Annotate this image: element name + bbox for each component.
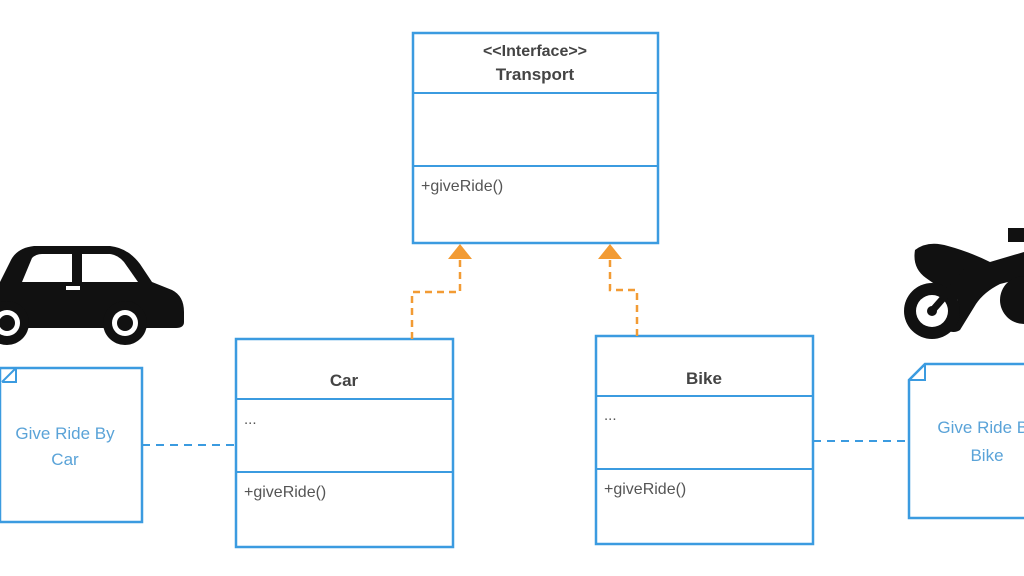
car-window-rear	[82, 254, 138, 282]
note-car[interactable]: Give Ride By Car	[0, 366, 144, 524]
note-car-box	[0, 366, 144, 524]
realization-bike-to-transport	[598, 244, 639, 336]
motorbike-mirror	[1008, 228, 1024, 242]
interface-stereotype: <<Interface>>	[483, 43, 587, 60]
car-class-attributes: ...	[244, 411, 257, 428]
car-class-methods: +giveRide()	[244, 484, 326, 501]
bike-class-methods: +giveRide()	[604, 481, 686, 498]
car-wheel-front-hub	[0, 315, 15, 331]
realization-bike-line	[608, 258, 639, 336]
car-class-name: Car	[330, 371, 359, 390]
interface-methods: +giveRide()	[421, 178, 503, 195]
car-wheel-rear-hub	[117, 315, 133, 331]
note-bike-line2: Bike	[970, 446, 1003, 465]
bike-class-box	[594, 334, 815, 546]
bike-class-name: Bike	[686, 369, 722, 388]
car-window-front	[22, 254, 72, 282]
car-class-box	[234, 337, 455, 549]
note-bike-fold	[909, 364, 926, 381]
car-icon	[0, 246, 184, 345]
interface-name: Transport	[496, 65, 575, 84]
realization-car-line	[410, 258, 462, 339]
note-car-line1: Give Ride By	[15, 424, 115, 443]
note-car-line2: Car	[51, 450, 79, 469]
realization-car-to-transport	[410, 244, 472, 339]
motorbike-fork	[929, 269, 969, 314]
note-bike-box	[907, 362, 1024, 520]
bike-class-attributes: ...	[604, 407, 617, 424]
motorbike-icon	[904, 228, 1024, 339]
note-bike[interactable]: Give Ride By Bike	[907, 362, 1024, 520]
car-door-handle	[66, 286, 80, 290]
interface-transport[interactable]: <<Interface>> Transport +giveRide()	[411, 31, 660, 245]
note-car-fold	[1, 367, 17, 383]
class-bike[interactable]: Bike ... +giveRide()	[594, 334, 815, 546]
motorbike-body	[914, 243, 1024, 332]
motorbike-wheel-rear	[1000, 276, 1024, 324]
realization-car-arrowhead	[448, 244, 472, 259]
note-bike-line1: Give Ride By	[937, 418, 1024, 437]
realization-bike-arrowhead	[598, 244, 622, 259]
interface-box	[411, 31, 660, 245]
class-car[interactable]: Car ... +giveRide()	[234, 337, 455, 549]
